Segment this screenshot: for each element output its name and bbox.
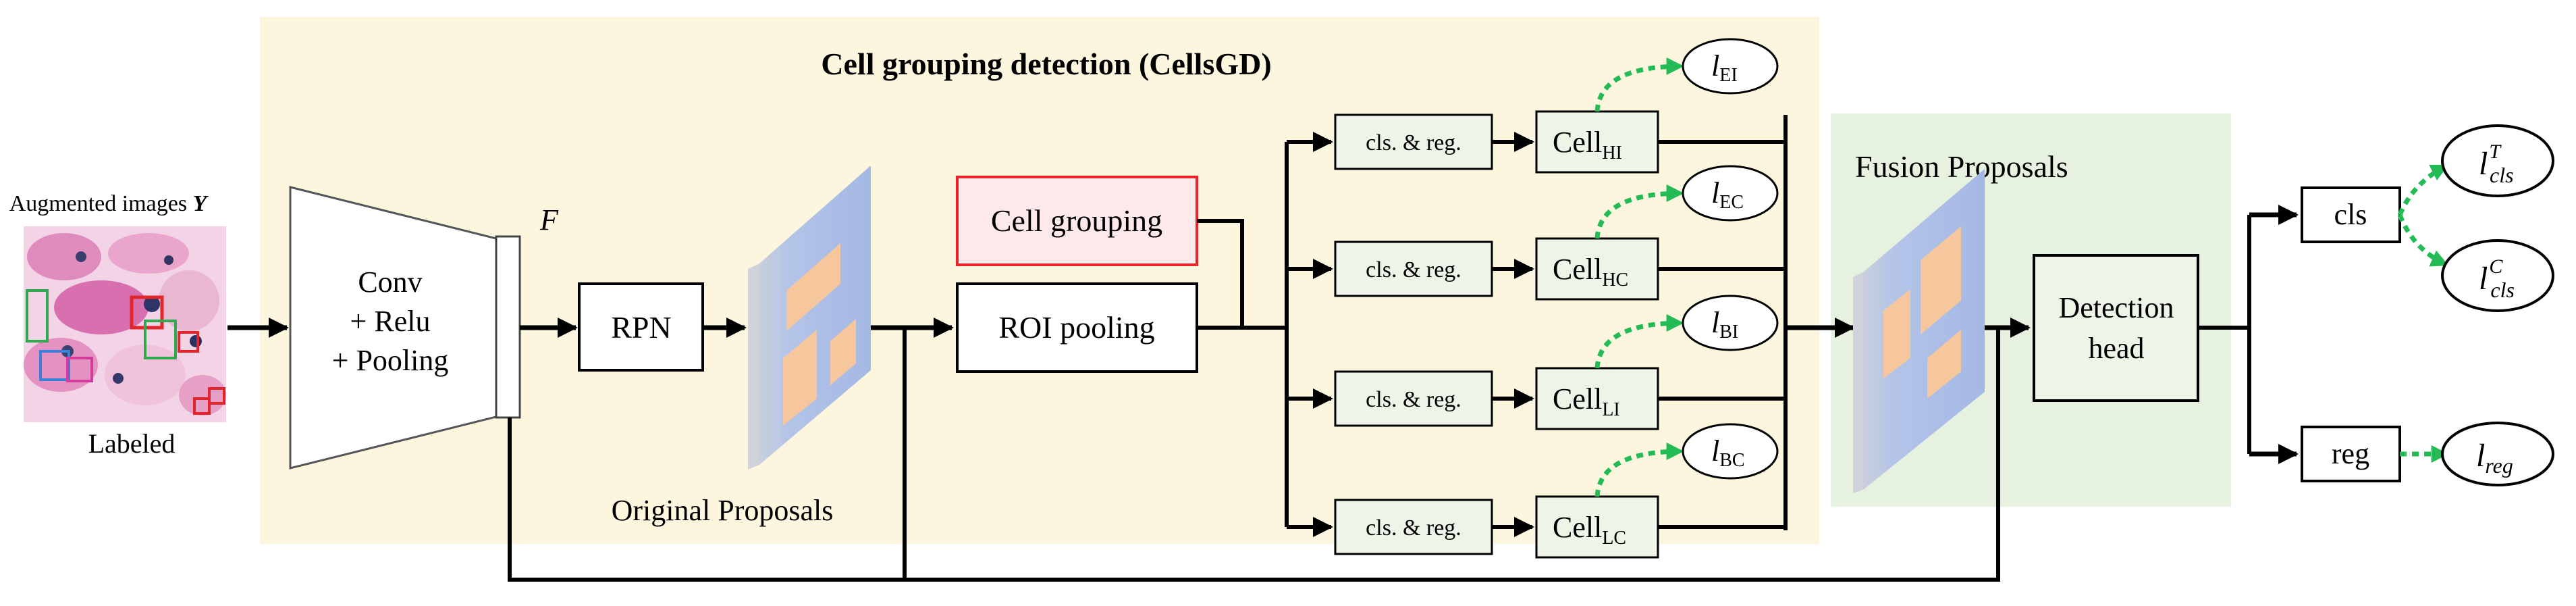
cell-grouping-block [956,176,1198,266]
input-caption: Augmented images Y [9,191,209,216]
branch-cell-label: CellHI [1553,126,1622,163]
backbone-line3: + Pooling [332,344,449,377]
rpn-label: RPN [611,310,671,345]
loss-cls-t-ellipse [2441,124,2554,197]
branch-loss-ellipse [1682,165,1779,222]
branch-head-box [1334,370,1493,427]
detection-head-line1: Detection [2058,291,2174,324]
reg-block [2301,426,2401,482]
branch-loss-label: lEI [1711,49,1738,86]
branch-cell-label: CellHC [1553,253,1628,291]
branch-cell-label: CellLC [1553,511,1626,549]
branch-head-label: cls. & reg. [1366,130,1461,155]
loss-reg-ellipse [2441,422,2554,486]
branch-head-label: cls. & reg. [1366,387,1461,412]
branch-cell-box [1535,237,1659,301]
roi-pooling-label: ROI pooling [998,310,1154,345]
branch-loss-ellipse [1682,295,1779,351]
branch-head-box [1334,113,1493,170]
input-label: Labeled [88,428,176,459]
loss-reg: lreg [2476,438,2513,478]
original-proposals-label: Original Proposals [612,494,834,527]
branch-head-label: cls. & reg. [1366,515,1461,540]
fusion-proposals-label: Fusion Proposals [1855,149,2068,184]
branch-loss-ellipse [1682,423,1779,480]
branch-loss-ellipse [1682,38,1779,95]
cls-label: cls [2334,198,2367,231]
rpn-block [578,282,704,372]
fusion-proposals-plane [1853,169,1985,493]
branches-group: cls. & reg. CellHI lEI cls. & reg. CellHC lEC… [1287,38,1786,559]
cls-block [2301,186,2401,243]
detection-head-block [2033,254,2199,402]
branch-loss-label: lEC [1711,176,1744,213]
cell-grouping-label: Cell grouping [991,203,1162,238]
backbone-line2: + Relu [350,305,431,338]
loss-cls-c-ellipse [2441,239,2554,312]
roi-pooling-block [956,282,1198,373]
backbone-line1: Conv [358,266,422,299]
branch-cell-label: CellLI [1553,382,1620,420]
feature-label: F [539,203,559,236]
feature-map [495,235,521,419]
original-proposals-plane [748,166,871,470]
diagram-title: Cell grouping detection (CellsGD) [821,47,1271,81]
reg-label: reg [2332,437,2369,470]
branch-head-box [1334,241,1493,297]
input-image [24,226,226,422]
branch-loss-label: lBI [1711,306,1738,343]
branch-loss-label: lBC [1711,434,1745,471]
branch-head-label: cls. & reg. [1366,257,1461,282]
detection-head-line2: head [2088,332,2144,365]
